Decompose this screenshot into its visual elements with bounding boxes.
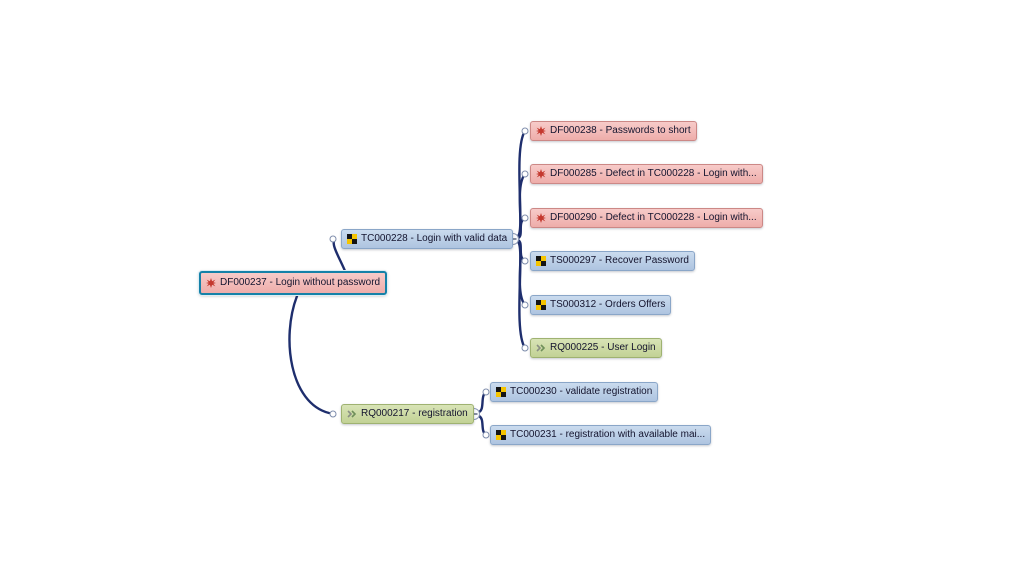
defect-icon [206, 278, 216, 288]
node-label: RQ000225 - User Login [550, 342, 656, 353]
connector-dot [482, 388, 490, 396]
node-label: TC000228 - Login with valid data [361, 233, 508, 244]
test-case-icon [347, 234, 357, 244]
node-TC000228[interactable]: TC000228 - Login with valid data [341, 229, 514, 249]
node-label: RQ000217 - registration [361, 408, 468, 419]
test-set-icon [536, 256, 546, 266]
node-RQ000225[interactable]: RQ000225 - User Login [530, 338, 662, 358]
connector-tc000228-rq000225 [516, 240, 527, 350]
node-label: DF000290 - Defect in TC000228 - Login wi… [550, 212, 757, 223]
defect-icon [536, 213, 546, 223]
connector-root-rq000217 [288, 294, 331, 415]
node-DF000238[interactable]: DF000238 - Passwords to short [530, 121, 697, 141]
node-label: DF000237 - Login without password [220, 277, 381, 288]
test-case-icon [496, 430, 506, 440]
node-TS000297[interactable]: TS000297 - Recover Password [530, 251, 695, 271]
connector-dot [521, 170, 529, 178]
connector-dot [482, 431, 490, 439]
connector-dot [521, 127, 529, 135]
connector-dot [329, 410, 337, 418]
node-label: DF000285 - Defect in TC000228 - Login wi… [550, 168, 757, 179]
node-label: TS000312 - Orders Offers [550, 299, 666, 310]
node-label: DF000238 - Passwords to short [550, 125, 691, 136]
connector-dot [521, 257, 529, 265]
connector-root-tc000228 [332, 239, 347, 273]
connector-dot [521, 344, 529, 352]
connector-dot [521, 301, 529, 309]
node-label: TC000231 - registration with available m… [510, 429, 706, 440]
connector-dot [521, 214, 529, 222]
requirement-icon [536, 343, 546, 353]
connector-dot [329, 235, 337, 243]
test-set-icon [536, 300, 546, 310]
node-RQ000217[interactable]: RQ000217 - registration [341, 404, 474, 424]
node-DF000285[interactable]: DF000285 - Defect in TC000228 - Login wi… [530, 164, 763, 184]
node-TC000231[interactable]: TC000231 - registration with available m… [490, 425, 712, 445]
requirement-icon [347, 409, 357, 419]
node-label: TC000230 - validate registration [510, 386, 653, 397]
node-label: TS000297 - Recover Password [550, 255, 689, 266]
test-case-icon [496, 387, 506, 397]
node-TC000230[interactable]: TC000230 - validate registration [490, 382, 659, 402]
node-TS000312[interactable]: TS000312 - Orders Offers [530, 295, 672, 315]
node-DF000290[interactable]: DF000290 - Defect in TC000228 - Login wi… [530, 208, 763, 228]
node-DF000237[interactable]: DF000237 - Login without password [199, 271, 388, 295]
defect-icon [536, 169, 546, 179]
defect-icon [536, 126, 546, 136]
